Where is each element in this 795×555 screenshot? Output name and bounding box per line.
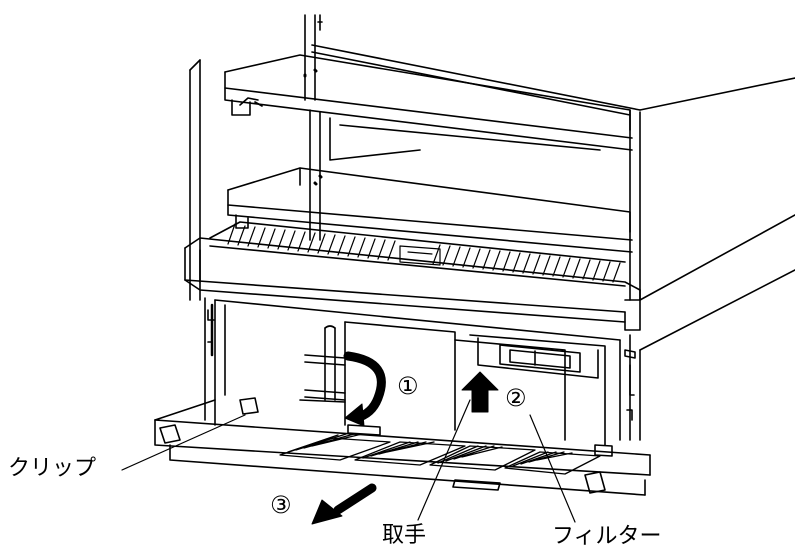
handle-leader-line bbox=[417, 399, 471, 521]
upper-shelf bbox=[224, 54, 633, 241]
front-rail bbox=[184, 237, 641, 331]
drip-tray bbox=[154, 397, 651, 496]
clip-leader-line bbox=[121, 414, 246, 471]
filter-panels bbox=[344, 321, 606, 446]
leader-lines bbox=[121, 399, 576, 523]
diagonal-arrow-icon bbox=[311, 483, 377, 525]
handle-label: 取手 bbox=[382, 523, 427, 548]
step-3-label: ③ bbox=[270, 491, 292, 519]
cabinet-frame bbox=[189, 14, 795, 351]
clip-label: クリップ bbox=[8, 456, 97, 481]
curved-arrow-icon bbox=[343, 351, 386, 427]
floor-grilles bbox=[279, 433, 601, 475]
step-2-label: ② bbox=[505, 384, 527, 412]
up-arrow-icon bbox=[461, 371, 499, 413]
middle-shelf bbox=[227, 167, 633, 253]
filter-leader-line bbox=[529, 414, 576, 523]
air-grille bbox=[209, 221, 626, 287]
drain-pipes bbox=[299, 325, 346, 403]
lower-housing bbox=[204, 297, 641, 441]
step-1-label: ① bbox=[397, 372, 419, 400]
filter-label: フィルター bbox=[552, 524, 662, 549]
